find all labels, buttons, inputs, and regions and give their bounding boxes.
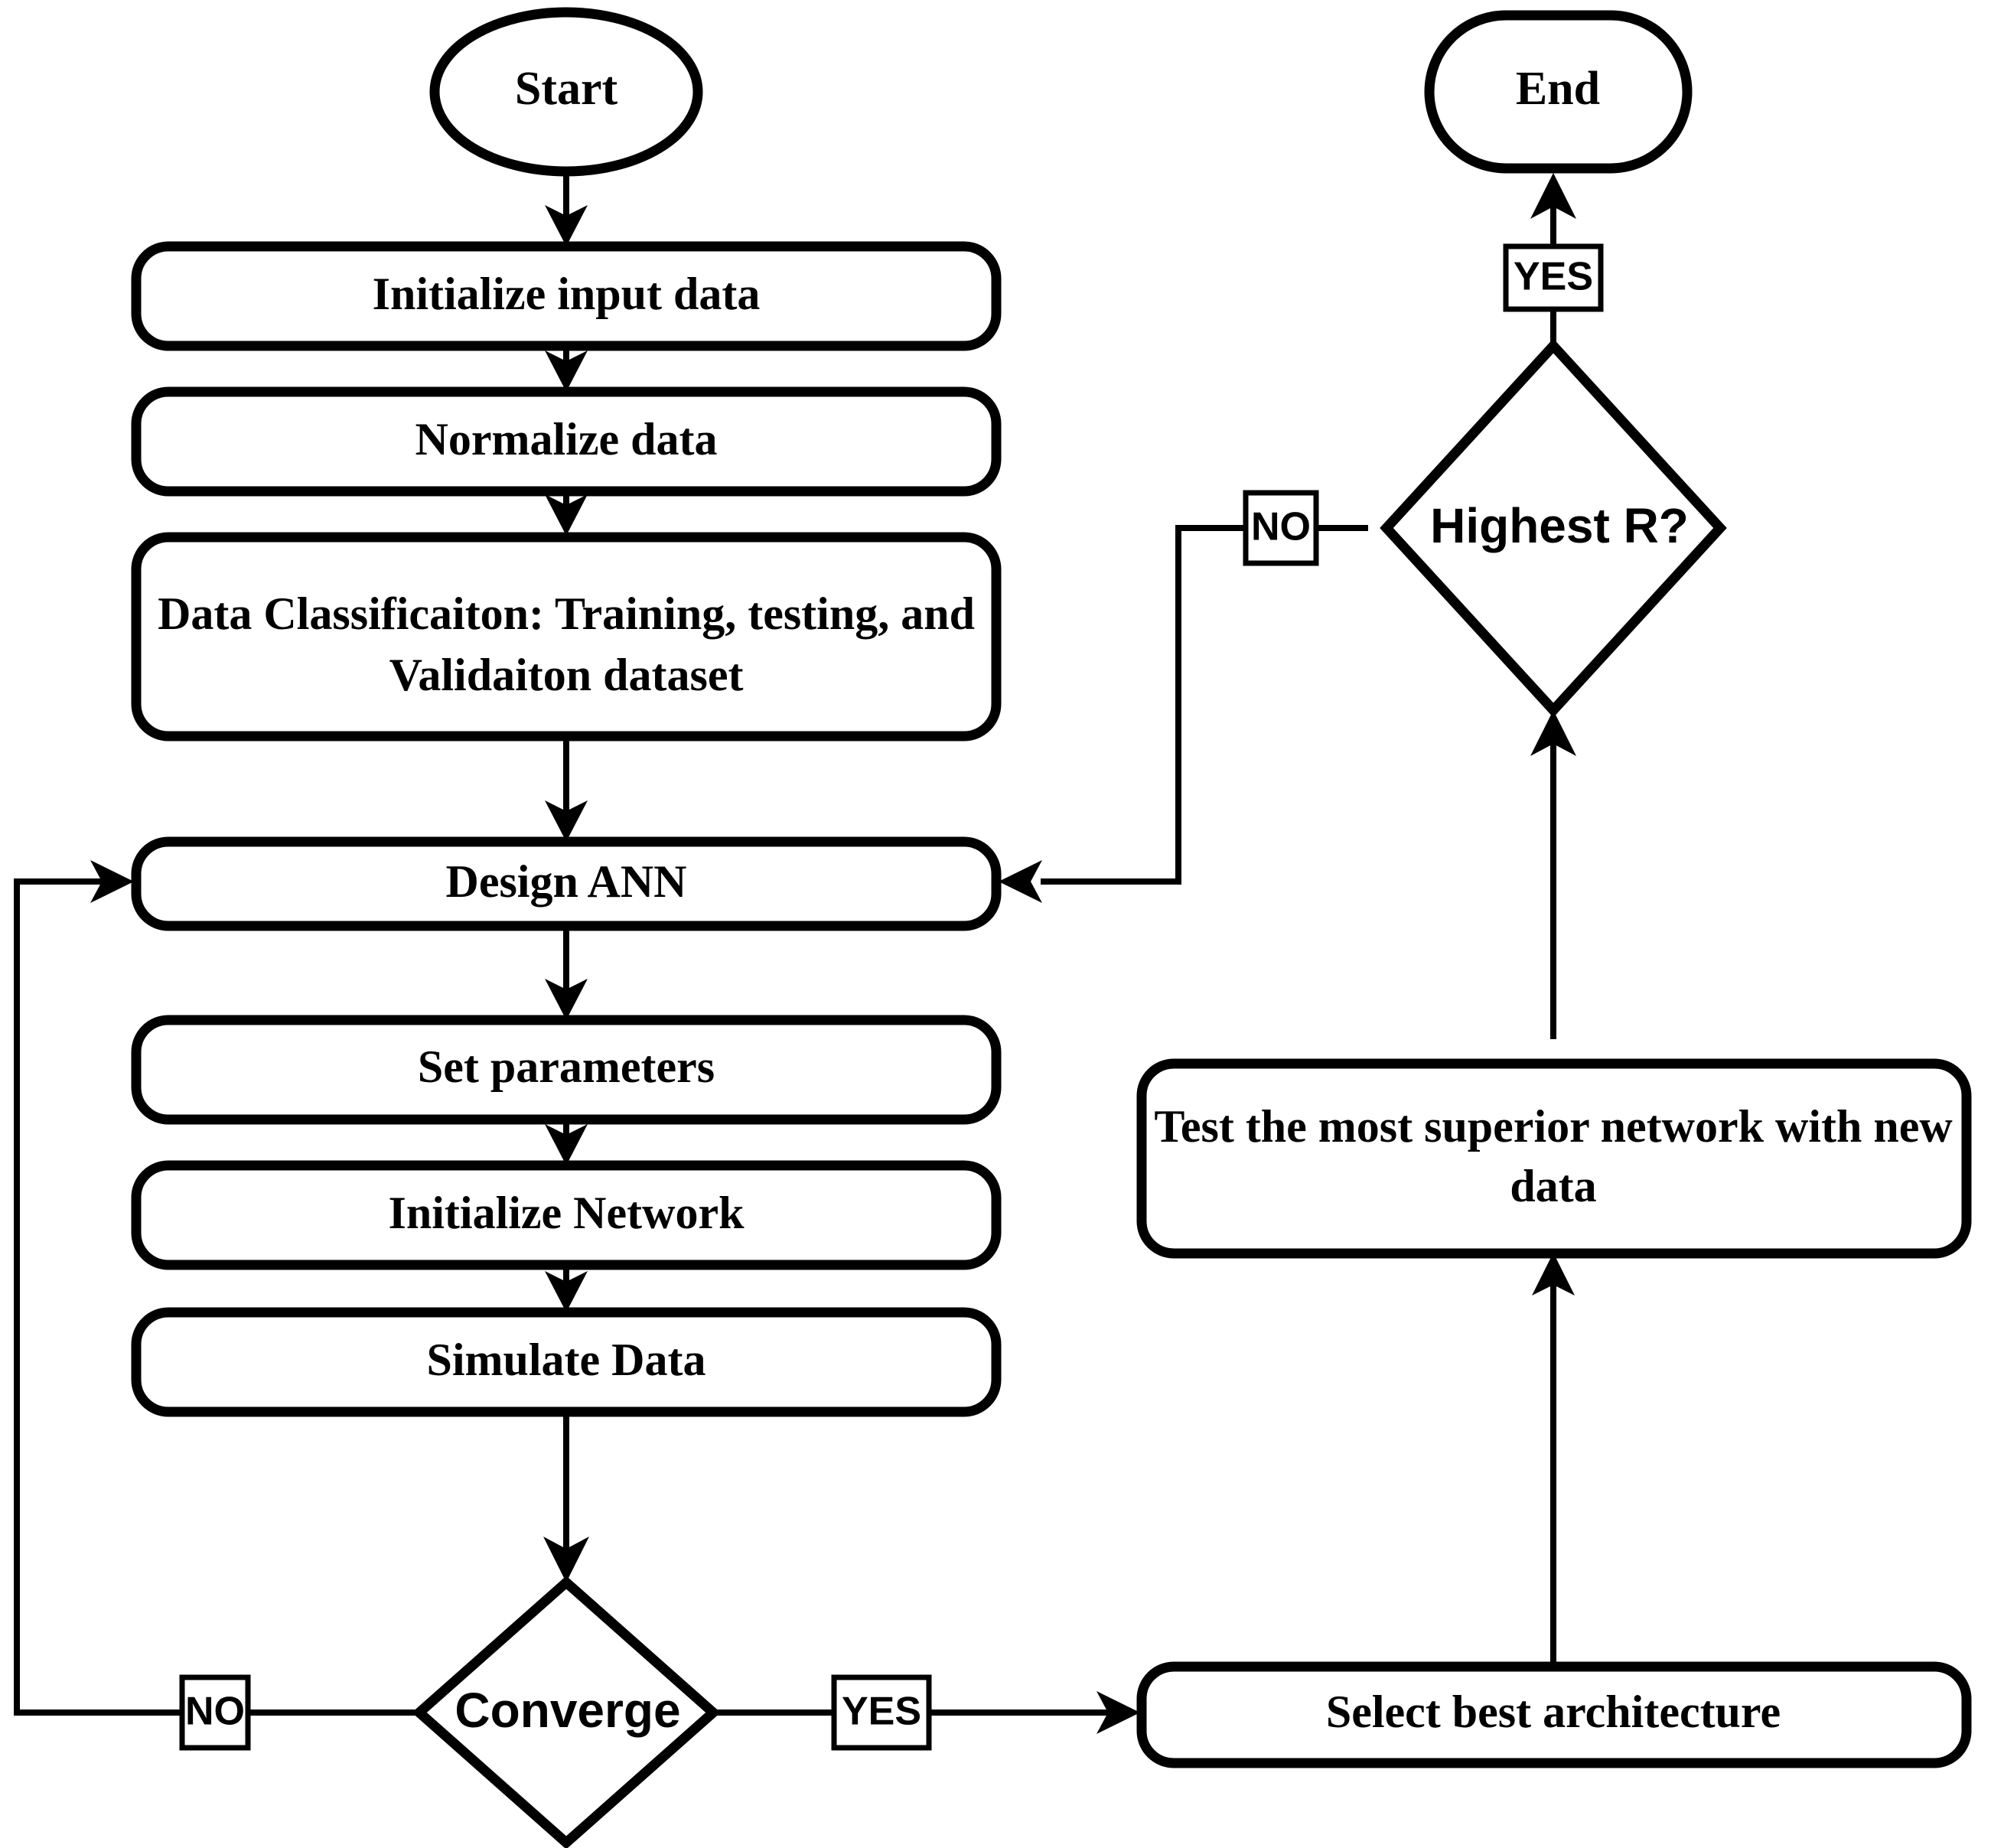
data-classification-box: [131, 532, 1002, 741]
edge-label-converge-yes[interactable]: YES: [831, 1674, 932, 1751]
node-normalize-data[interactable]: Normalize data: [131, 386, 1002, 497]
node-end[interactable]: End: [1424, 10, 1693, 174]
connectors: [14, 173, 1576, 1734]
test-superior-network-label-line1: Test the most superior network with new: [1154, 1101, 1953, 1152]
highest-r-yes-tag-box: [1503, 243, 1604, 312]
converge-yes-tag-box: [831, 1674, 932, 1751]
simulate-data-label: Simulate Data: [427, 1335, 706, 1385]
edge-highestr-no-loop: [1041, 525, 1247, 885]
arrowhead-classification-to-design: [545, 800, 588, 842]
arrowhead-start-to-initialize: [545, 205, 588, 246]
edge-converge-no-loop: [14, 878, 246, 1716]
end-label: End: [1516, 63, 1600, 115]
converge-no-tag-box: [179, 1674, 251, 1751]
edge-label-highest-r-yes[interactable]: YES: [1503, 243, 1604, 312]
test-superior-network-box: [1136, 1058, 1972, 1259]
end-stadium: [1424, 10, 1693, 174]
converge-label: Converge: [455, 1683, 680, 1738]
node-data-classification[interactable]: Data Classificaiton: Training, testing, …: [131, 532, 1002, 741]
select-best-architecture-box: [1136, 1661, 1972, 1768]
node-simulate-data[interactable]: Simulate Data: [131, 1307, 1002, 1417]
highest-r-no-tag-label: NO: [1251, 505, 1311, 549]
start-ellipse: [429, 7, 703, 177]
node-test-superior-network[interactable]: Test the most superior network with new …: [1136, 1058, 1972, 1259]
converge-diamond: [412, 1576, 721, 1848]
design-ann-box: [131, 836, 1002, 931]
set-parameters-label: Set parameters: [418, 1041, 715, 1092]
select-best-architecture-label: Select best architecture: [1326, 1687, 1781, 1737]
node-set-parameters[interactable]: Set parameters: [131, 1015, 1002, 1125]
arrowhead-selectbest-to-test: [1532, 1253, 1575, 1296]
node-select-best-architecture[interactable]: Select best architecture: [1136, 1661, 1972, 1768]
arrowhead-initnet-to-simulate: [545, 1271, 588, 1312]
node-converge[interactable]: Converge: [412, 1576, 721, 1848]
initialize-input-data-label: Initialize input data: [373, 269, 761, 319]
highest-r-label: Highest R?: [1430, 498, 1689, 553]
design-ann-label: Design ANN: [445, 856, 686, 907]
arrowhead-setparams-to-initnet: [545, 1124, 588, 1165]
test-superior-network-label-line2: data: [1510, 1161, 1596, 1211]
initialize-network-label: Initialize Network: [389, 1188, 745, 1238]
node-initialize-input-data[interactable]: Initialize input data: [131, 241, 1002, 351]
highest-r-diamond: [1380, 338, 1727, 718]
initialize-input-data-box: [131, 241, 1002, 351]
normalize-data-label: Normalize data: [415, 414, 718, 464]
edge-label-highest-r-no[interactable]: NO: [1243, 490, 1319, 566]
converge-no-tag-label: NO: [185, 1690, 245, 1734]
data-classification-label-line2: Validaiton dataset: [389, 650, 744, 700]
arrowhead-simulate-to-converge: [543, 1537, 589, 1582]
arrowhead-highestr-yes-to-end: [1530, 173, 1576, 219]
simulate-data-box: [131, 1307, 1002, 1417]
node-highest-r[interactable]: Highest R?: [1380, 338, 1727, 718]
arrowhead-design-to-setparams: [545, 979, 588, 1020]
normalize-data-box: [131, 386, 1002, 497]
node-design-ann[interactable]: Design ANN: [131, 836, 1002, 931]
edge-label-converge-no[interactable]: NO: [179, 1674, 251, 1751]
data-classification-label-line1: Data Classificaiton: Training, testing, …: [158, 588, 975, 639]
highest-r-no-tag-box: [1243, 490, 1319, 566]
initialize-network-box: [131, 1160, 1002, 1270]
start-label: Start: [515, 63, 618, 115]
node-start[interactable]: Start: [429, 7, 703, 177]
highest-r-yes-tag-label: YES: [1514, 255, 1593, 299]
arrowhead-normalize-to-classification: [545, 494, 588, 536]
converge-yes-tag-label: YES: [842, 1690, 921, 1734]
arrowhead-converge-yes-to-selectbest: [1096, 1691, 1140, 1734]
set-parameters-box: [131, 1015, 1002, 1125]
arrowhead-initialize-to-normalize: [545, 350, 588, 392]
arrowhead-highestr-no-to-design: [999, 860, 1042, 903]
arrowhead-converge-no-to-design: [90, 860, 134, 903]
arrowhead-test-to-highestr: [1530, 710, 1576, 756]
node-initialize-network[interactable]: Initialize Network: [131, 1160, 1002, 1270]
